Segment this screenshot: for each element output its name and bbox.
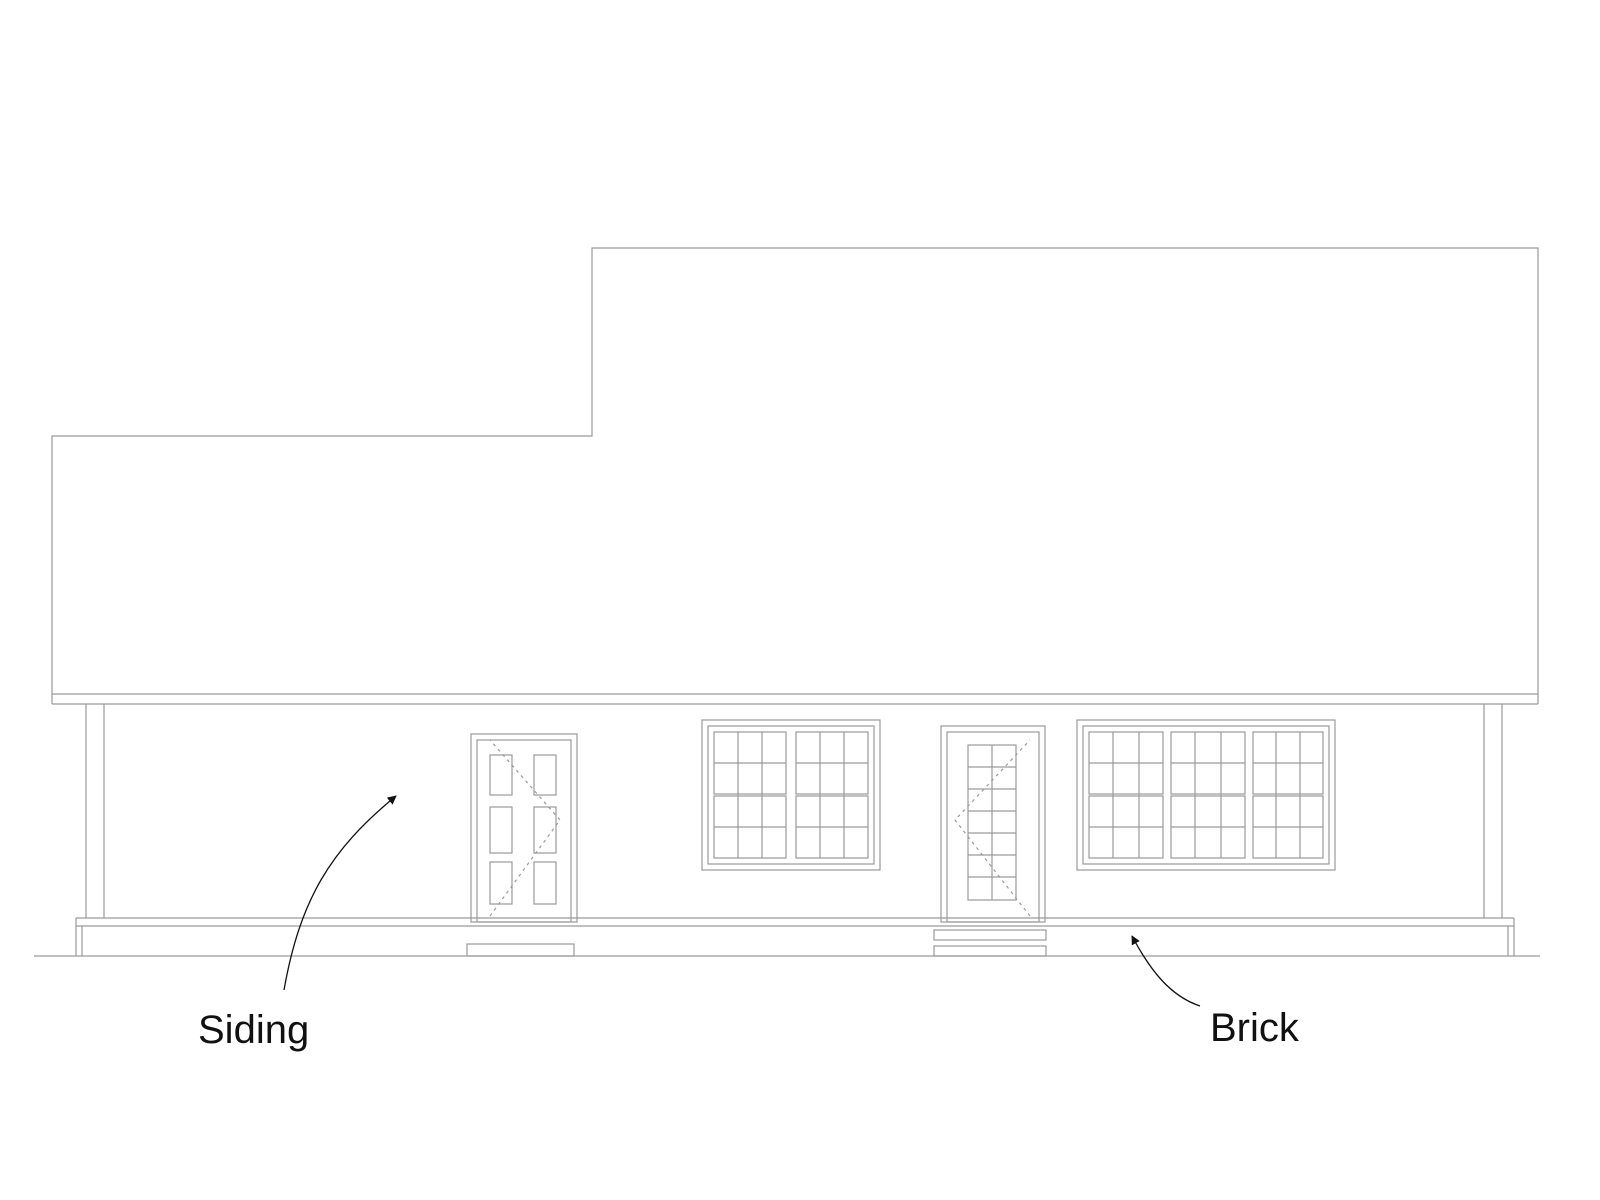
triple-window: [1076, 719, 1336, 871]
right-column: [1483, 704, 1503, 918]
brick-callout-label: Brick: [1210, 1006, 1299, 1050]
left-column: [85, 704, 105, 918]
double-window: [701, 719, 881, 871]
brick-foundation: [75, 917, 1515, 956]
left-door-step: [466, 943, 575, 957]
six-panel-door: [470, 733, 578, 923]
brick-leader-arrow: [1131, 935, 1201, 1007]
siding-leader-arrow: [283, 795, 397, 991]
roof-outline: [51, 247, 1539, 705]
glass-door: [940, 725, 1046, 923]
center-door-steps: [933, 929, 1047, 957]
siding-callout-label: Siding: [198, 1008, 310, 1052]
